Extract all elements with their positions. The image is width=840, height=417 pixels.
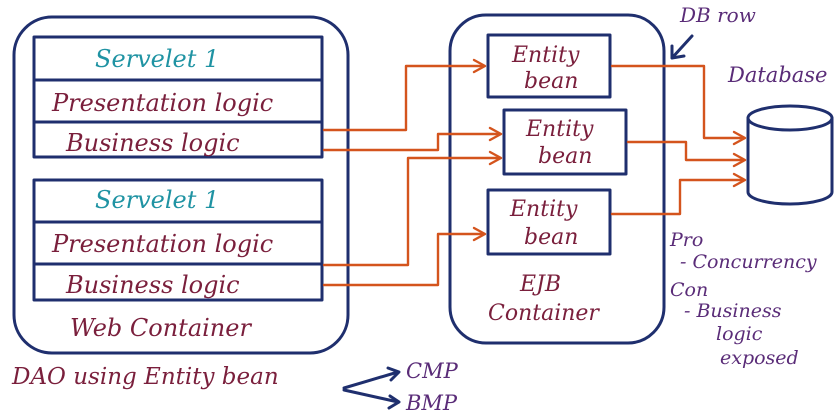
ejb-container-label-line2: Container bbox=[488, 301, 600, 326]
web-container-box bbox=[12, 15, 350, 355]
con-line1: - Business bbox=[684, 300, 782, 322]
db-row-pointer-arrow bbox=[670, 34, 694, 60]
ejb-container-box bbox=[448, 13, 666, 345]
footer-text: DAO using Entity bean bbox=[11, 364, 279, 390]
pro-item: - Concurrency bbox=[680, 251, 817, 273]
entity-bean-1-box bbox=[486, 33, 612, 99]
footer-option-bmp: BMP bbox=[405, 391, 458, 415]
servlet-1-presentation: Presentation logic bbox=[51, 89, 273, 117]
database-label: Database bbox=[727, 63, 827, 87]
servlet-1-business: Business logic bbox=[65, 129, 240, 157]
arrow-bean3-database bbox=[610, 172, 747, 216]
con-label: Con bbox=[670, 279, 708, 301]
arrow-servlet2-bean3 bbox=[322, 226, 487, 287]
db-row-label: DB row bbox=[679, 3, 756, 27]
arrow-servlet1-bean1 bbox=[322, 58, 487, 132]
entity-bean-2-box bbox=[502, 108, 628, 176]
con-line2: logic bbox=[716, 323, 763, 345]
database-icon bbox=[746, 104, 834, 206]
ejb-container-label-line1: EJB bbox=[519, 272, 561, 297]
servlet-2-presentation: Presentation logic bbox=[51, 230, 273, 258]
arrow-servlet2-bean2 bbox=[322, 150, 503, 267]
web-container-label: Web Container bbox=[70, 314, 252, 342]
servlet-1-title: Servelet 1 bbox=[95, 45, 219, 73]
servlet-2-outline bbox=[32, 178, 324, 302]
arrow-bean2-database bbox=[626, 140, 747, 168]
entity-bean-1-line1: Entity bbox=[511, 43, 580, 68]
entity-bean-3: Entity bean bbox=[486, 188, 612, 256]
servlet-1-outline bbox=[32, 35, 324, 159]
con-line3: exposed bbox=[720, 347, 799, 369]
servlet-block-1: Servelet 1 Presentation logic Business l… bbox=[32, 35, 324, 159]
footer-option-cmp: CMP bbox=[406, 359, 459, 383]
entity-bean-3-line2: bean bbox=[524, 225, 578, 250]
servlet-block-2: Servelet 1 Presentation logic Business l… bbox=[32, 178, 324, 302]
entity-bean-2-line1: Entity bbox=[525, 117, 594, 142]
entity-bean-1: Entity bean bbox=[486, 33, 612, 99]
pro-label: Pro bbox=[669, 229, 703, 251]
servlet-2-business: Business logic bbox=[65, 271, 240, 299]
entity-bean-2: Entity bean bbox=[502, 108, 628, 176]
entity-bean-2-line2: bean bbox=[538, 144, 592, 169]
servlet-2-title: Servelet 1 bbox=[95, 186, 219, 214]
entity-bean-1-line2: bean bbox=[524, 69, 578, 94]
entity-bean-3-line1: Entity bbox=[509, 197, 578, 222]
arrow-bean1-database bbox=[610, 64, 747, 146]
entity-bean-3-box bbox=[486, 188, 612, 256]
arrow-servlet1-bean2 bbox=[322, 126, 503, 152]
footer-branch-arrows bbox=[342, 366, 401, 410]
